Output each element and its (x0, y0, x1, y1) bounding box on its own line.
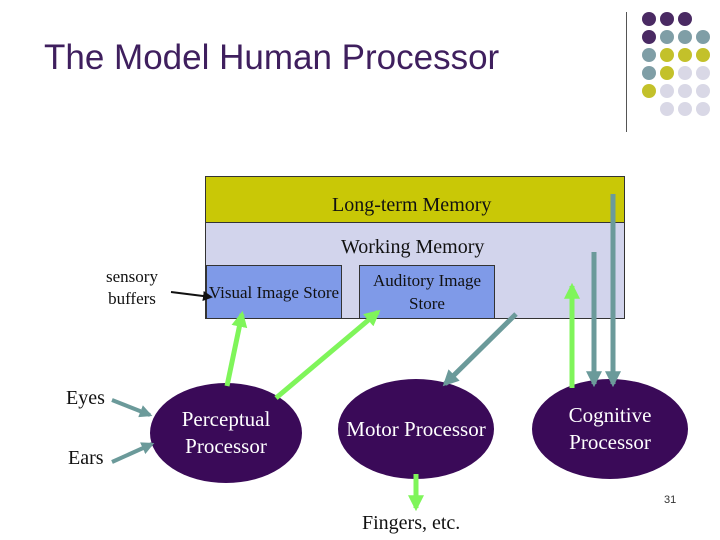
decor-dot (678, 84, 692, 98)
arrow-ears-to-perceptual (111, 442, 155, 464)
decor-dot (678, 66, 692, 80)
decor-dot (678, 30, 692, 44)
motor-processor-label: Motor Processor (346, 416, 486, 441)
working-memory-label: Working Memory (341, 236, 485, 258)
perceptual-processor: Perceptual Processor (150, 383, 302, 483)
arrow-perceptual-to-auditory-store (274, 309, 381, 400)
page-number: 31 (664, 494, 677, 506)
title-divider (626, 12, 627, 132)
decorative-dot-grid (638, 10, 720, 120)
auditory-image-store: Auditory Image Store (359, 265, 495, 319)
decor-dot (660, 30, 674, 44)
sensory-buffers-label: sensory buffers (106, 267, 158, 308)
decor-dot (678, 48, 692, 62)
decor-dot (696, 30, 710, 44)
decor-dot (678, 102, 692, 116)
decor-dot (660, 84, 674, 98)
decor-dot (660, 48, 674, 62)
cognitive-processor-label: Cognitive Processor (568, 403, 652, 454)
decor-dot (696, 102, 710, 116)
auditory-image-store-label: Auditory Image Store (372, 271, 482, 313)
long-term-memory-label: Long-term Memory (332, 194, 492, 216)
decor-dot (642, 84, 656, 98)
arrow-perceptual-to-visual-store (224, 310, 248, 387)
cognitive-processor: Cognitive Processor (532, 379, 688, 479)
decor-dot (660, 12, 674, 26)
ears-label: Ears (68, 447, 104, 469)
visual-image-store-label: Visual Image Store (208, 282, 340, 302)
eyes-label: Eyes (66, 387, 105, 409)
arrow-eyes-to-perceptual (111, 398, 153, 418)
decor-dot (642, 66, 656, 80)
decor-dot (696, 66, 710, 80)
long-term-memory-box (205, 176, 625, 223)
fingers-label: Fingers, etc. (362, 512, 461, 534)
decor-dot (678, 12, 692, 26)
decor-dot (642, 48, 656, 62)
motor-processor: Motor Processor (338, 379, 494, 479)
decor-dot (642, 30, 656, 44)
slide-title: The Model Human Processor (44, 38, 500, 77)
visual-image-store: Visual Image Store (206, 265, 342, 319)
decor-dot (660, 66, 674, 80)
decor-dot (660, 102, 674, 116)
perceptual-processor-label: Perceptual Processor (181, 407, 271, 458)
decor-dot (642, 12, 656, 26)
arrow-memory-to-motor (442, 312, 518, 387)
decor-dot (696, 48, 710, 62)
decor-dot (696, 84, 710, 98)
